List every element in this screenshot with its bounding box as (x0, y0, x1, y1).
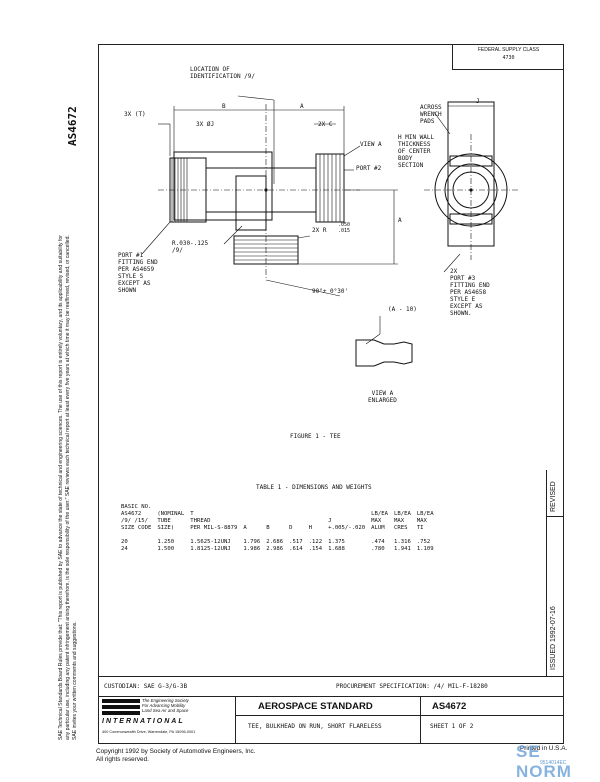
label-2x-c: 2X C (318, 121, 333, 128)
revised-label: REVISED (550, 481, 557, 512)
label-view-a-enlarged: VIEW A ENLARGED (368, 390, 397, 404)
printed-in: Printed in U.S.A. (520, 745, 568, 752)
drawing-frame (98, 44, 564, 744)
table-header-row: BASIC NO. (121, 504, 152, 510)
sae-tagline: The Engineering Society For Advancing Mo… (142, 698, 189, 713)
label-across-wrench: ACROSS WRENCH PADS (420, 104, 442, 125)
procurement-spec: PROCUREMENT SPECIFICATION: /4/ MIL-F-182… (336, 683, 488, 690)
label-dim-a-side: A (398, 217, 402, 224)
label-view-a: VIEW A (360, 141, 382, 148)
standard-header-cell (236, 696, 564, 716)
sae-address: 400 Commonwealth Drive, Warrendale, PA 1… (102, 730, 196, 734)
side-doc-number: AS4672 (66, 106, 79, 146)
issued-date: ISSUED 1992-07-16 (550, 606, 557, 670)
aerospace-standard: AEROSPACE STANDARD (258, 701, 373, 712)
footer-doc-number: AS4672 (432, 701, 467, 712)
title-block-vdivider (420, 696, 421, 744)
copyright-line2: All rights reserved. (96, 756, 149, 763)
label-r-values: .050 .015 (338, 222, 351, 234)
sae-logo-cell: The Engineering Society For Advancing Mo… (98, 696, 236, 744)
copyright-line1: Copyright 1992 by Society of Automotive … (96, 748, 256, 755)
fsc-value: 4730 (502, 55, 515, 61)
tee-drawing (141, 95, 518, 367)
title-block-divider (98, 696, 564, 697)
side-notice: SAE Technical Standards Board Rules prov… (58, 235, 78, 740)
label-angle: 90°± 0°30' (312, 288, 349, 295)
watermark-sub: 9514014EC (540, 760, 567, 766)
label-dim-j: J (476, 98, 480, 105)
document-title: TEE, BULKHEAD ON RUN, SHORT FLARELESS (248, 723, 382, 730)
label-3x-j: 3X ØJ (196, 121, 215, 128)
fsc-label: FEDERAL SUPPLY CLASS (477, 47, 540, 53)
sae-international: INTERNATIONAL (102, 718, 185, 725)
title-block (98, 676, 564, 744)
fsc-box: FEDERAL SUPPLY CLASS 4730 (452, 44, 564, 70)
label-enlarged-callout: (A - 10) (388, 306, 417, 313)
revision-divider (546, 516, 564, 517)
custodian: CUSTODIAN: SAE G-3/G-3B (104, 683, 188, 690)
figure-caption: FIGURE 1 - TEE (290, 433, 341, 440)
revision-strip (546, 470, 564, 676)
label-radius-note: R.030-.125 /9/ (172, 240, 209, 254)
label-3x-t: 3X (T) (124, 111, 146, 118)
label-port3: 2X PORT #3 FITTING END PER AS4658 STYLE … (450, 268, 490, 317)
label-port2: PORT #2 (356, 165, 382, 172)
sheet-number: SHEET 1 OF 2 (430, 723, 474, 730)
label-2x-r: 2X R (312, 227, 327, 234)
table-title: TABLE 1 - DIMENSIONS AND WEIGHTS (256, 484, 372, 491)
label-port1: PORT #1 FITTING END PER AS4659 STYLE S E… (118, 252, 158, 294)
tee-center-body (173, 151, 273, 221)
label-h-min-wall: H MIN WALL THICKNESS OF CENTER BODY SECT… (398, 134, 435, 169)
sae-logo-icon (102, 699, 140, 715)
view-a-detail (355, 339, 413, 367)
label-location-identification: LOCATION OF IDENTIFICATION /9/ (190, 66, 256, 80)
label-dim-b: B (222, 103, 226, 110)
label-dim-a-top: A (300, 103, 304, 110)
